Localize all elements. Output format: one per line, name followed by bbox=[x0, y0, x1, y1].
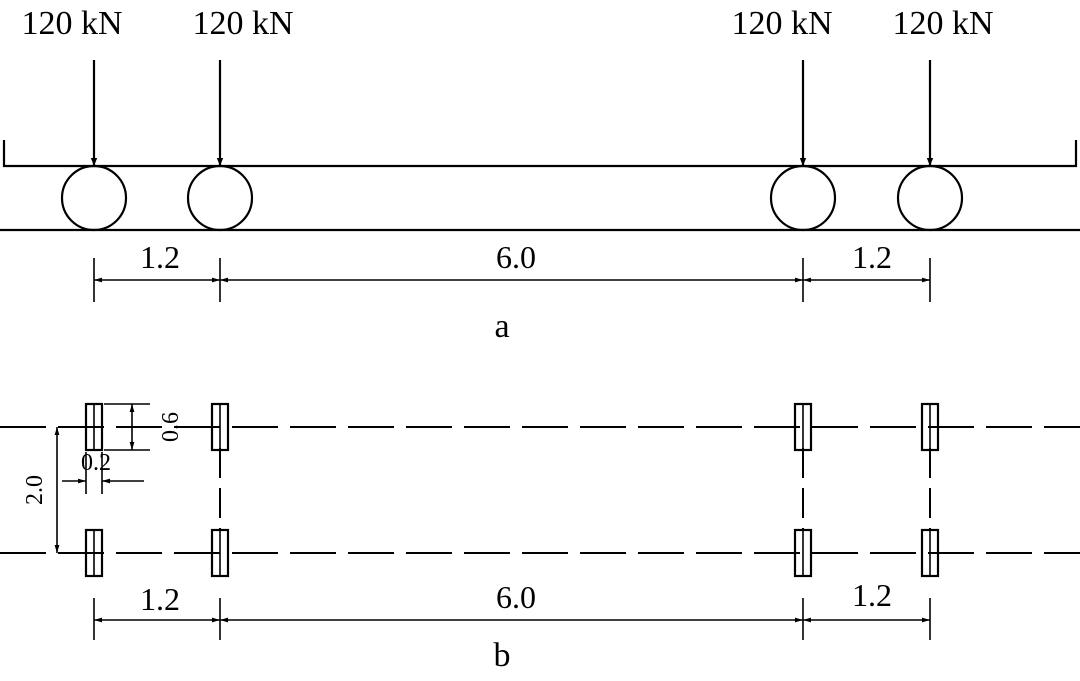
load-label-2: 120 kN bbox=[192, 5, 293, 42]
load-label-4: 120 kN bbox=[892, 5, 993, 42]
dimension-line-a bbox=[93, 258, 931, 302]
wheel-4 bbox=[896, 164, 964, 232]
spacing-label-b-2: 6.0 bbox=[496, 579, 536, 615]
wheel-2 bbox=[186, 164, 254, 232]
caption-b: b bbox=[494, 637, 511, 674]
contact-length-label: 0.6 bbox=[158, 412, 184, 442]
load-label-3: 120 kN bbox=[731, 5, 832, 42]
spacing-label-a-2: 6.0 bbox=[496, 239, 536, 275]
wheel-3 bbox=[769, 164, 837, 232]
dimension-line-b bbox=[93, 598, 931, 640]
contact-width-label: 0.2 bbox=[81, 450, 111, 476]
spacing-label-b-3: 1.2 bbox=[852, 577, 892, 613]
vehicle-body-outline bbox=[2, 140, 1078, 168]
elevation-view: 120 kN 120 kN 120 kN 120 kN 1.2 6.0 1.2 bbox=[0, 5, 1080, 345]
spacing-label-a-1: 1.2 bbox=[140, 239, 180, 275]
contact-patches bbox=[84, 402, 940, 578]
caption-a: a bbox=[494, 308, 509, 345]
plan-view: 0.6 0.2 2.0 1.2 6.0 1.2 b bbox=[0, 402, 1080, 674]
dimension-contact-width bbox=[62, 452, 144, 494]
spacing-label-b-1: 1.2 bbox=[140, 581, 180, 617]
load-label-1: 120 kN bbox=[21, 5, 122, 42]
spacing-label-a-3: 1.2 bbox=[852, 239, 892, 275]
dimension-contact-length bbox=[104, 403, 150, 451]
wheel-track-label: 2.0 bbox=[22, 475, 48, 505]
wheel-1 bbox=[60, 164, 128, 232]
